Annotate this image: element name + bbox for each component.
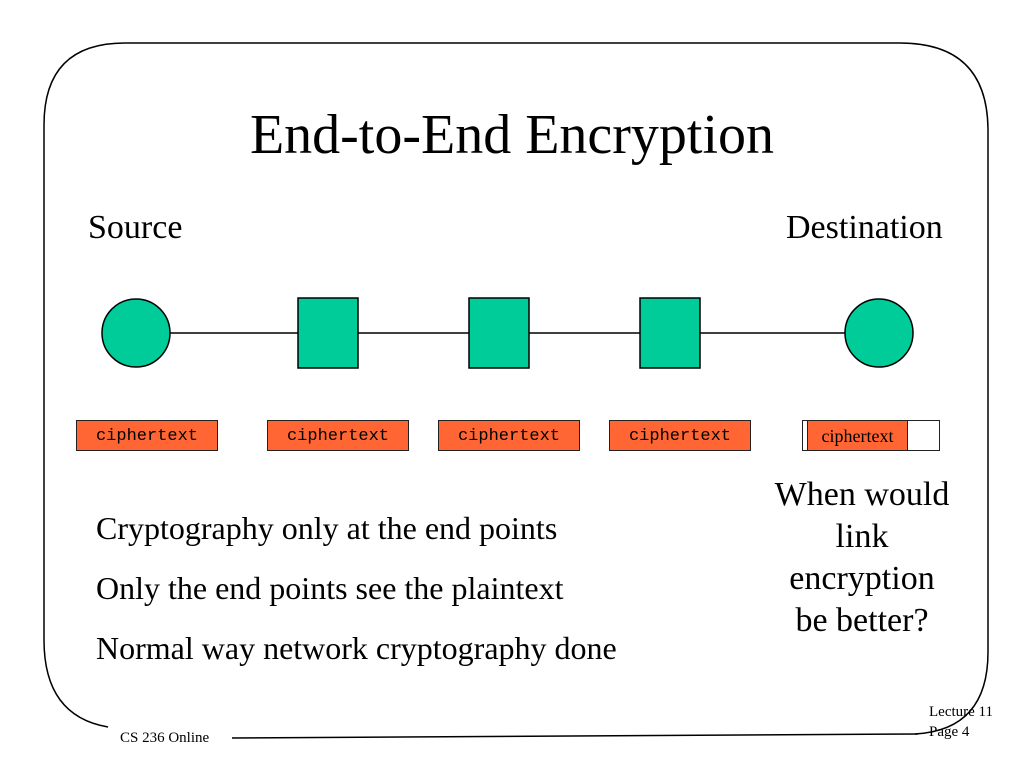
ciphertext-tag-node-3: ciphertext bbox=[609, 420, 751, 451]
bullet-2: Only the end points see the plaintext bbox=[96, 570, 564, 606]
destination-node bbox=[844, 298, 914, 368]
footer-course: CS 236 Online bbox=[120, 730, 210, 746]
slide-title: End-to-End Encryption bbox=[249, 104, 775, 166]
ciphertext-tag-source: ciphertext bbox=[76, 420, 218, 451]
source-node bbox=[101, 298, 171, 368]
footer-page: Page 4 bbox=[929, 724, 970, 740]
footer-lecture-page: Lecture 11 Page 4 bbox=[929, 702, 993, 742]
bullet-3: Normal way network cryptography done bbox=[96, 630, 617, 666]
question-text: When would link encryption be better? bbox=[774, 476, 950, 639]
intermediate-node-1 bbox=[297, 297, 359, 369]
source-label: Source bbox=[88, 209, 183, 246]
ciphertext-tag-node-1: ciphertext bbox=[267, 420, 409, 451]
footer-lecture: Lecture 11 bbox=[929, 704, 993, 720]
intermediate-node-3 bbox=[639, 297, 701, 369]
ciphertext-tag-destination: ciphertext bbox=[807, 420, 908, 451]
destination-label: Destination bbox=[786, 209, 943, 246]
intermediate-node-2 bbox=[468, 297, 530, 369]
ciphertext-tag-node-2: ciphertext bbox=[438, 420, 580, 451]
bullet-1: Cryptography only at the end points bbox=[96, 510, 558, 546]
